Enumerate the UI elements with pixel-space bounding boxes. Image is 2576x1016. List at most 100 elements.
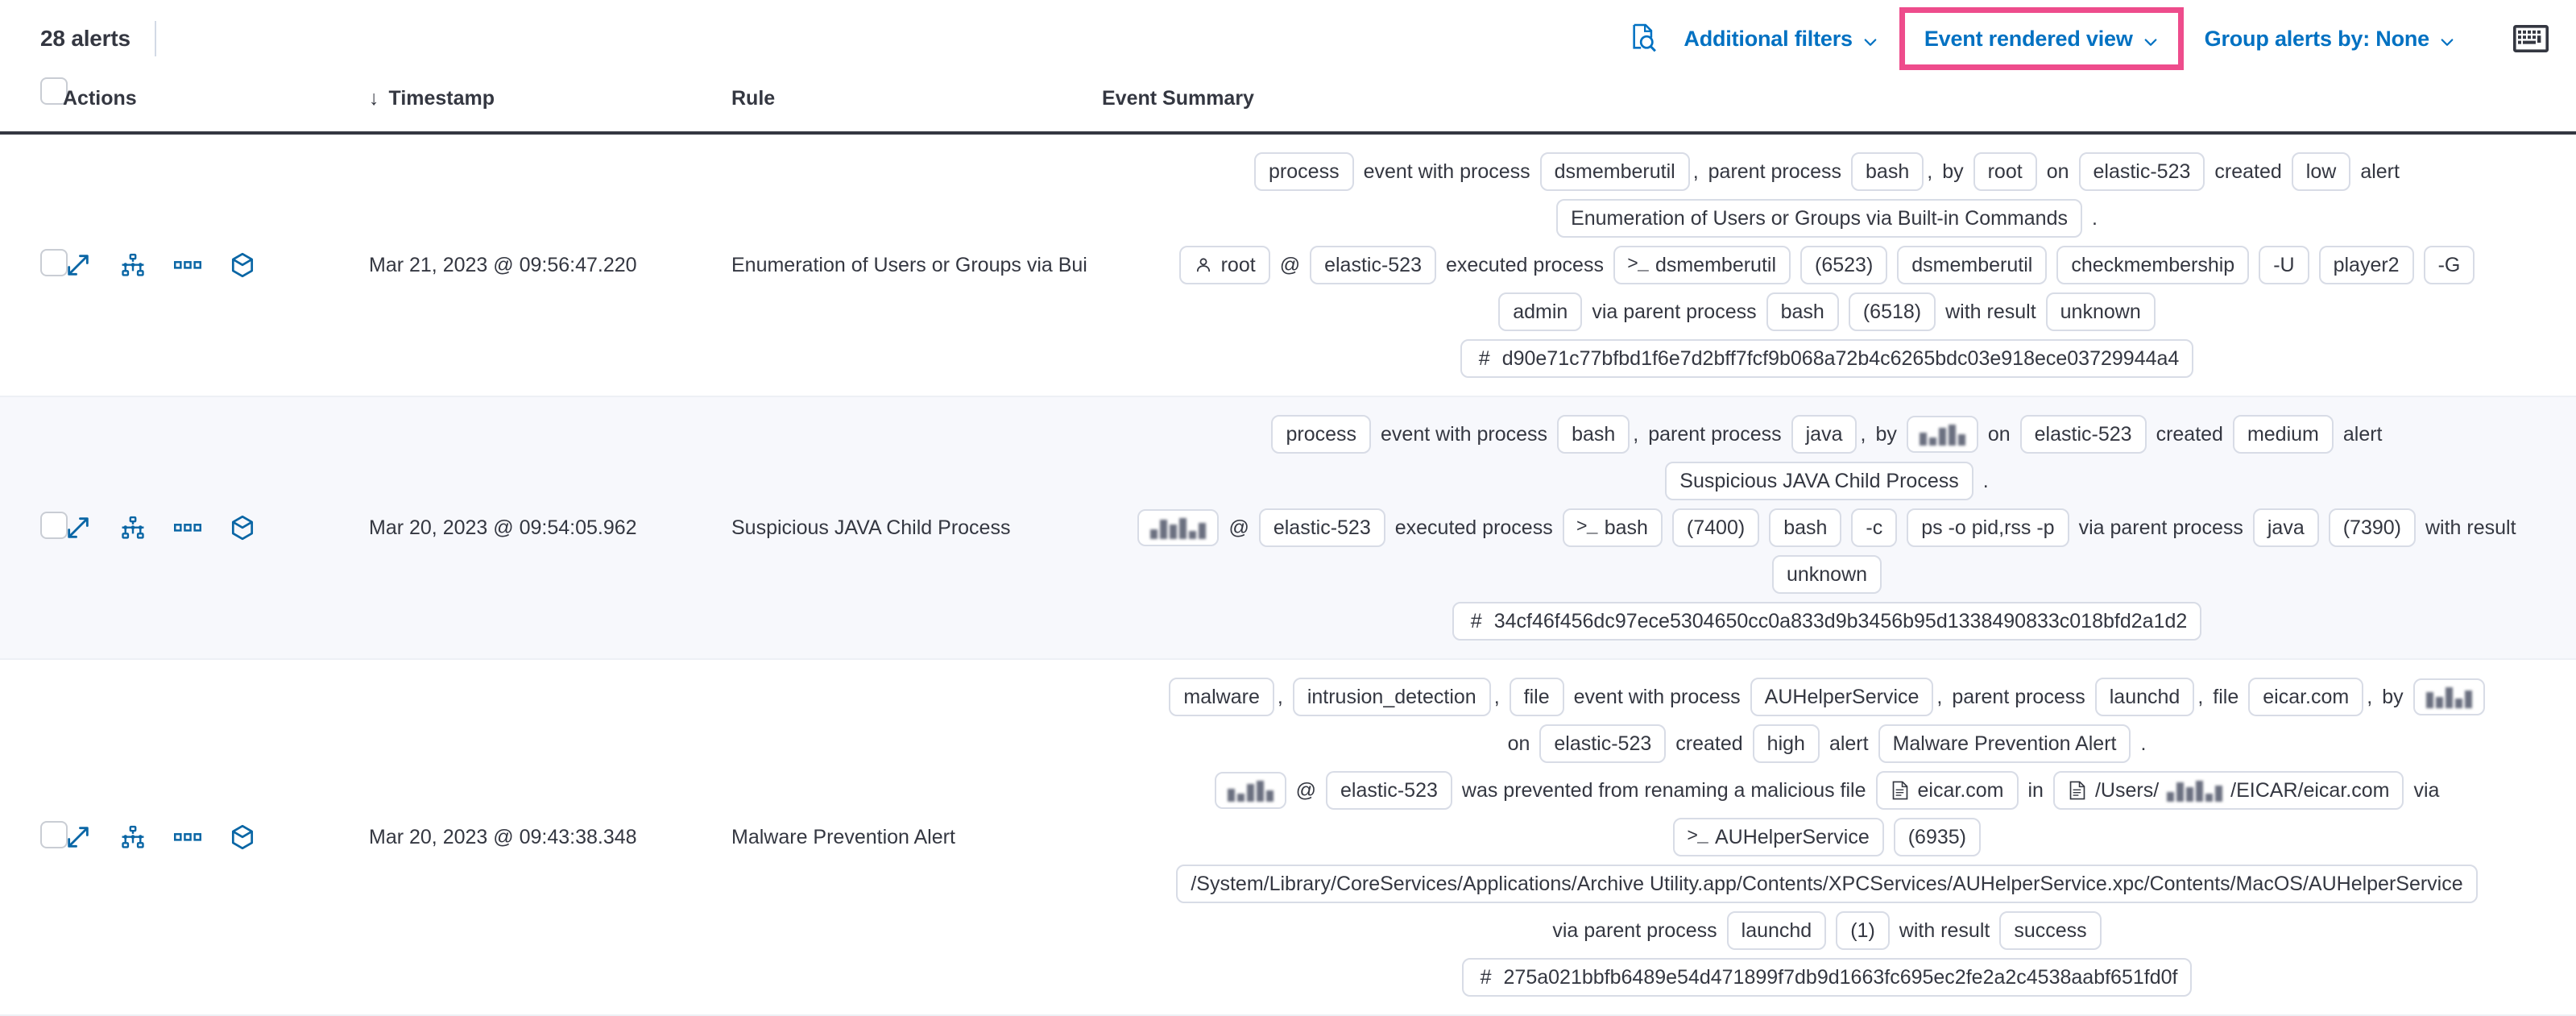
summary-value-badge[interactable]: process [1271, 415, 1372, 454]
summary-value-badge[interactable]: unknown [1771, 555, 1882, 594]
summary-value-badge[interactable]: java [1791, 415, 1857, 454]
summary-value-badge[interactable]: intrusion_detection [1292, 678, 1491, 716]
summary-value-badge[interactable]: -c [1851, 508, 1898, 547]
summary-value-badge[interactable]: ps -o pid,rss -p [1907, 508, 2069, 547]
file-path-badge[interactable]: /Users//EICAR/eicar.com [2052, 771, 2404, 810]
summary-value-badge[interactable]: unknown [2045, 292, 2156, 331]
redacted-user-badge[interactable] [1906, 416, 1978, 453]
toolbar-divider [154, 21, 156, 56]
summary-value-badge[interactable]: player2 [2318, 246, 2414, 284]
summary-value-badge[interactable]: (6523) [1800, 246, 1888, 284]
event-hash-badge[interactable]: #d90e71c77bfbd1f6e7d2bff7fcf9b068a72b4c6… [1460, 339, 2194, 378]
session-view-icon[interactable] [227, 250, 258, 280]
redacted-user-badge[interactable] [1137, 509, 1220, 546]
event-hash-badge[interactable]: #34cf46f456dc97ece5304650cc0a833d9b3456b… [1452, 602, 2202, 641]
summary-value-badge[interactable]: elastic-523 [1310, 246, 1436, 284]
summary-value-badge[interactable]: root [1178, 246, 1270, 284]
keyboard-icon[interactable] [2502, 15, 2560, 63]
more-actions-icon[interactable] [172, 250, 203, 280]
analyzer-icon[interactable] [118, 822, 148, 852]
summary-line: unknown [1102, 555, 2552, 594]
summary-text: . [1982, 470, 1989, 492]
summary-punctuation: , [1493, 686, 1500, 708]
summary-value-badge[interactable]: elastic-523 [1325, 771, 1452, 810]
summary-value-badge[interactable]: (1) [1836, 911, 1890, 950]
row-actions-cell [63, 133, 369, 396]
summary-value-badge[interactable]: dsmemberutil [1539, 152, 1690, 191]
summary-value-badge[interactable]: eicar.com [1875, 771, 2019, 810]
timestamp-header[interactable]: ↓ Timestamp [369, 77, 731, 133]
additional-filters-button[interactable]: Additional filters [1666, 27, 1895, 52]
additional-filters-label: Additional filters [1684, 26, 1853, 51]
row-rule-name[interactable]: Enumeration of Users or Groups via Bui [731, 253, 1087, 276]
summary-value-badge[interactable]: bash [1851, 152, 1924, 191]
redacted-user-badge[interactable] [2412, 678, 2485, 715]
summary-value-badge[interactable]: elastic-523 [1258, 508, 1385, 547]
summary-value-badge[interactable]: >_bash [1562, 508, 1663, 547]
summary-value-badge[interactable]: bash [1766, 292, 1839, 331]
summary-value-badge[interactable]: >_dsmemberutil [1613, 246, 1791, 284]
redacted-user-badge[interactable] [1214, 772, 1286, 809]
summary-value-badge[interactable]: checkmembership [2056, 246, 2250, 284]
summary-value-badge[interactable]: high [1752, 724, 1820, 763]
summary-value-badge[interactable]: java [2252, 508, 2319, 547]
summary-value-badge[interactable]: launchd [2094, 678, 2195, 716]
row-rule-name[interactable]: Malware Prevention Alert [731, 825, 955, 848]
summary-value-badge[interactable]: admin [1498, 292, 1583, 331]
summary-value-badge[interactable]: Malware Prevention Alert [1878, 724, 2131, 763]
summary-value-badge[interactable]: elastic-523 [2019, 415, 2147, 454]
summary-punctuation: , [1860, 423, 1866, 446]
summary-value-badge[interactable]: process [1254, 152, 1354, 191]
row-rule-name[interactable]: Suspicious JAVA Child Process [731, 516, 1011, 539]
summary-value-badge[interactable]: (6935) [1893, 818, 1981, 856]
summary-text: on [2046, 160, 2069, 183]
summary-value-badge[interactable]: AUHelperService [1750, 678, 1934, 716]
summary-value-badge[interactable]: malware [1169, 678, 1274, 716]
summary-value-badge[interactable]: eicar.com [2248, 678, 2364, 716]
summary-value-badge[interactable]: >_AUHelperService [1672, 818, 1884, 856]
summary-value-badge[interactable]: bash [1557, 415, 1630, 454]
row-checkbox[interactable] [40, 511, 68, 539]
summary-value-badge[interactable]: -U [2259, 246, 2309, 284]
summary-value-badge[interactable]: success [1999, 911, 2102, 950]
summary-value-badge[interactable]: launchd [1726, 911, 1827, 950]
summary-value-badge[interactable]: file [1509, 678, 1564, 716]
event-hash-badge[interactable]: #275a021bbfb6489e54d471899f7db9d1663fc69… [1461, 958, 2193, 997]
summary-value-badge[interactable]: low [2291, 152, 2351, 191]
session-view-icon[interactable] [227, 822, 258, 852]
more-actions-icon[interactable] [172, 822, 203, 852]
summary-value-badge[interactable]: (7400) [1671, 508, 1760, 547]
summary-value-badge[interactable]: -G [2423, 246, 2475, 284]
analyzer-icon[interactable] [118, 512, 148, 543]
summary-value-badge[interactable]: bash [1769, 508, 1842, 547]
row-checkbox[interactable] [40, 248, 68, 276]
summary-value-badge[interactable]: Enumeration of Users or Groups via Built… [1556, 199, 2082, 238]
summary-value-badge[interactable]: (7390) [2328, 508, 2416, 547]
summary-value-badge[interactable]: root [1973, 152, 2037, 191]
expand-icon[interactable] [63, 822, 93, 852]
summary-value-badge[interactable]: (6518) [1848, 292, 1936, 331]
summary-value-badge[interactable]: dsmemberutil [1897, 246, 2048, 284]
row-checkbox[interactable] [40, 820, 68, 848]
event-rendered-view-button[interactable]: Event rendered view [1913, 27, 2170, 52]
summary-value-badge[interactable]: Suspicious JAVA Child Process [1665, 462, 1973, 500]
summary-value-badge[interactable]: elastic-523 [2078, 152, 2205, 191]
select-all-checkbox[interactable] [40, 77, 68, 105]
expand-icon[interactable] [63, 512, 93, 543]
more-actions-icon[interactable] [172, 512, 203, 543]
group-alerts-by-button[interactable]: Group alerts by: None [2187, 27, 2473, 52]
summary-text: parent process [1708, 160, 1842, 183]
summary-value-badge[interactable]: elastic-523 [1539, 724, 1667, 763]
summary-value-badge[interactable]: medium [2232, 415, 2334, 454]
summary-line: #34cf46f456dc97ece5304650cc0a833d9b3456b… [1102, 602, 2552, 641]
session-view-icon[interactable] [227, 512, 258, 543]
expand-icon[interactable] [63, 250, 93, 280]
process-executable-path-badge[interactable]: /System/Library/CoreServices/Application… [1176, 865, 2478, 903]
inspect-search-icon[interactable] [1621, 16, 1666, 61]
analyzer-icon[interactable] [118, 250, 148, 280]
